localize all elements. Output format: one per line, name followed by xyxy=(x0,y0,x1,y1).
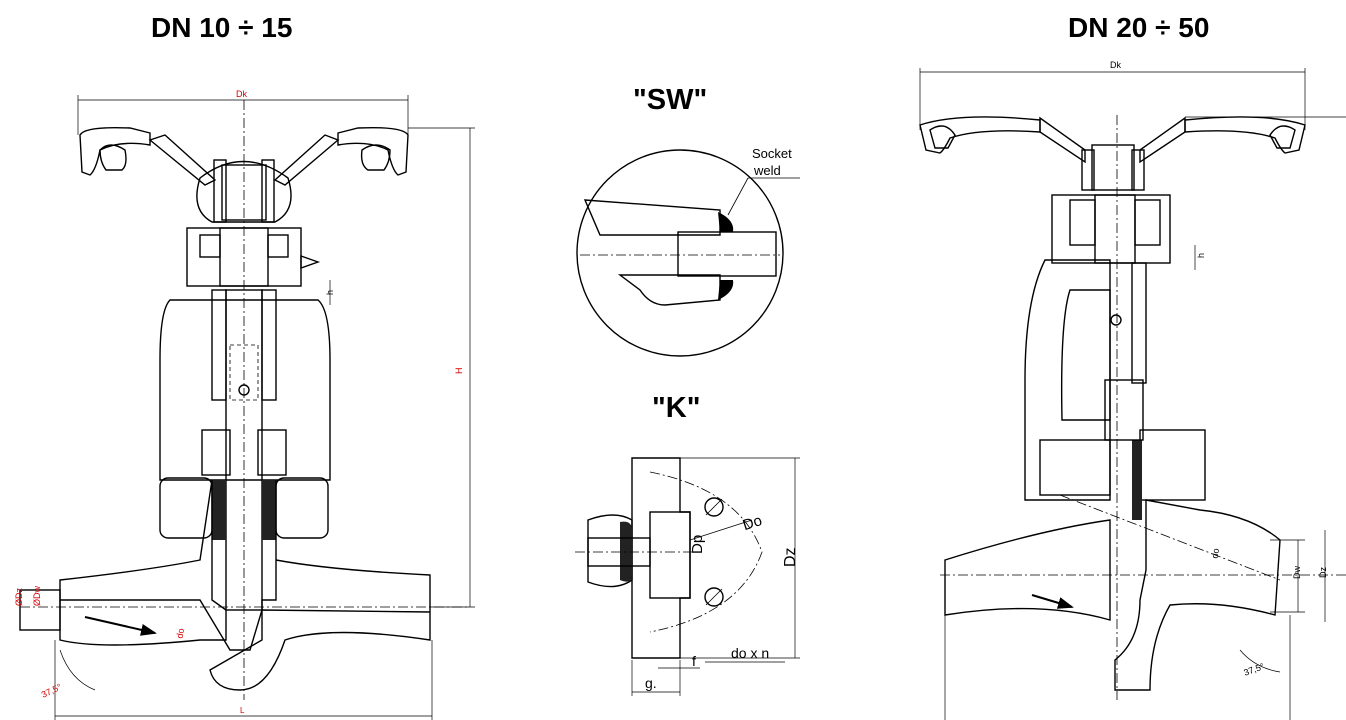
label-dk-left: Dk xyxy=(236,89,247,99)
label-dz-k: Dz xyxy=(782,547,799,567)
bonnet-right xyxy=(1024,194,1206,520)
label-l-left: L xyxy=(240,706,245,715)
title-dn-10-15: DN 10 ÷ 15 xyxy=(151,12,293,43)
dimensions-left: Dk H h L ØDz ØDw do 37,5° xyxy=(14,89,475,720)
k-detail: Do Dp Dz do x n f g. xyxy=(575,457,800,696)
label-h-small-right: h xyxy=(1196,253,1206,258)
title-k-detail: "K" xyxy=(652,392,701,424)
handwheel-left xyxy=(79,126,409,223)
label-dz-right: Dz xyxy=(1318,567,1328,578)
label-do-right: do xyxy=(1210,548,1222,560)
valve-left: Dk H h L ØDz ØDw do 37,5° xyxy=(14,89,475,720)
handwheel-right xyxy=(919,116,1306,191)
bonnet-left xyxy=(159,227,331,611)
valve-right: Dk h Dw Dz do 37,5° xyxy=(919,60,1346,720)
title-sw-detail: "SW" xyxy=(633,84,708,116)
title-dn-20-50: DN 20 ÷ 50 xyxy=(1068,12,1210,43)
label-socket-weld-2: weld xyxy=(753,163,781,178)
label-do-x-n: do x n xyxy=(731,645,769,661)
label-angle-left: 37,5° xyxy=(40,682,64,700)
label-dk-right: Dk xyxy=(1110,60,1121,70)
body-right xyxy=(944,494,1281,691)
label-socket-weld-1: Socket xyxy=(752,146,792,161)
label-dw-right: Dw xyxy=(1292,566,1302,579)
label-h-small-left: h xyxy=(325,290,335,295)
label-do-left: do xyxy=(175,628,187,640)
body-left xyxy=(19,479,431,691)
label-angle-right: 37,5° xyxy=(1242,661,1266,678)
label-g: g. xyxy=(645,675,657,691)
label-dp: Dp xyxy=(689,535,706,554)
dimensions-right: Dk h Dw Dz do 37,5° xyxy=(919,60,1346,720)
label-dw-left: ØDw xyxy=(32,586,42,607)
label-dz-left: ØDz xyxy=(14,588,24,607)
label-do-k: Do xyxy=(741,512,765,534)
label-h-left: H xyxy=(454,368,464,375)
label-f: f xyxy=(692,653,696,669)
sw-detail: Socket weld xyxy=(576,146,800,357)
